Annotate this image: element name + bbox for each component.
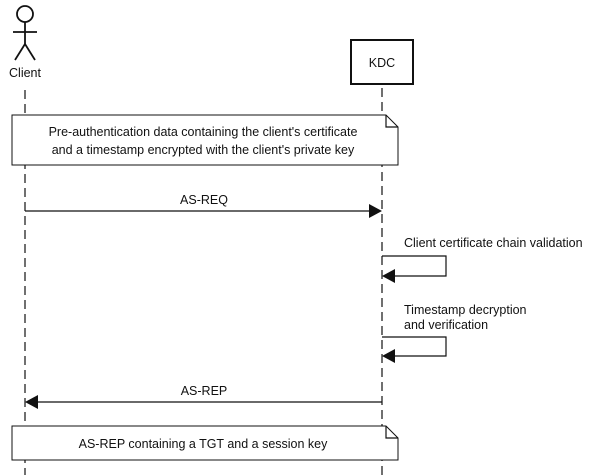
cert-validation-message: Client certificate chain validation — [382, 236, 583, 283]
kdc-participant: KDC — [350, 39, 414, 85]
kdc-label: KDC — [369, 56, 395, 70]
preauth-note-line1: Pre-authentication data containing the c… — [49, 125, 358, 139]
timestamp-label-line1: Timestamp decryption — [404, 303, 527, 317]
asrep-note-text: AS-REP containing a TGT and a session ke… — [79, 437, 328, 451]
timestamp-message: Timestamp decryption and verification — [382, 303, 527, 363]
as-req-message: AS-REQ — [25, 193, 382, 218]
as-rep-message: AS-REP — [25, 384, 382, 409]
actor-icon — [13, 5, 37, 61]
asrep-note: AS-REP containing a TGT and a session ke… — [11, 425, 399, 461]
preauth-note: Pre-authentication data containing the c… — [11, 114, 399, 166]
as-rep-label: AS-REP — [181, 384, 228, 398]
client-label: Client — [9, 66, 41, 80]
as-req-label: AS-REQ — [180, 193, 228, 207]
cert-validation-label: Client certificate chain validation — [404, 236, 583, 250]
timestamp-label-line2: and verification — [404, 318, 488, 332]
preauth-note-line2: and a timestamp encrypted with the clien… — [52, 143, 355, 157]
